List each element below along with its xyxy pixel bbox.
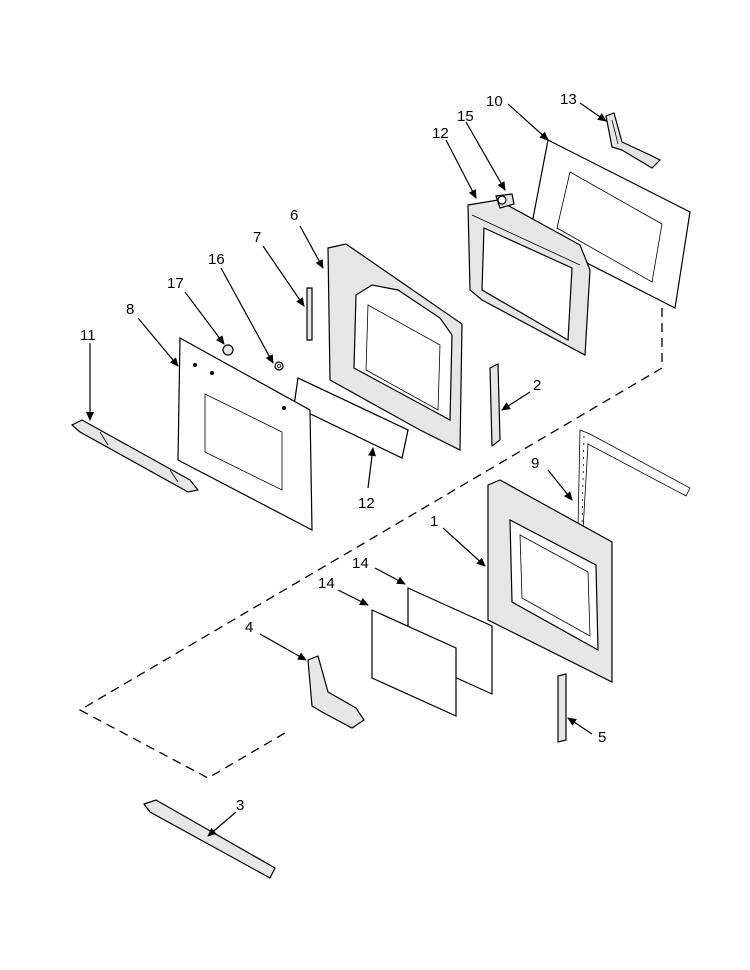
assembly-dashed-lines [78,308,663,779]
callout-2: 2 [533,377,541,394]
part-16-nut [274,361,284,371]
callout-6: 6 [290,207,298,224]
callout-15: 15 [457,108,474,125]
callout-10: 10 [486,93,503,110]
callout-labels: 13 10 15 12 6 7 16 17 8 11 2 9 12 1 14 1… [80,91,606,814]
callout-8: 8 [126,301,134,318]
part-8-outer-glass [177,336,313,531]
callout-11: 11 [80,327,96,344]
part-14-glass-panes [371,587,493,717]
callout-17: 17 [167,275,184,292]
part-4-hinge [307,655,365,729]
part-17-washer [222,344,234,356]
callout-3: 3 [236,797,244,814]
part-12-inner-frame [467,199,591,356]
callout-4: 4 [245,619,253,636]
part-6-door-liner [327,243,463,451]
part-2-hinge-plate [489,363,501,448]
callout-14-lower: 14 [318,575,335,592]
part-5-bracket [557,673,567,743]
part-9-gasket [577,429,691,531]
leader-lines [86,102,607,837]
part-13-hinge [605,112,662,169]
part-1-door-frame [487,479,613,683]
callout-12-lower: 12 [358,495,375,512]
callout-14-upper: 14 [352,555,369,572]
callout-12-upper: 12 [432,125,449,142]
part-12-control-strip [293,377,409,459]
callout-1: 1 [430,513,438,530]
callout-5: 5 [598,729,606,746]
callout-13: 13 [560,91,577,108]
callout-16: 16 [208,251,225,268]
part-7-side-trim [306,287,313,341]
part-15-screw [495,193,515,209]
callout-7: 7 [253,229,261,246]
part-11-handle [70,419,200,493]
callout-9: 9 [531,455,539,472]
part-3-bottom-trim [143,799,276,879]
part-10-glass [529,139,691,309]
